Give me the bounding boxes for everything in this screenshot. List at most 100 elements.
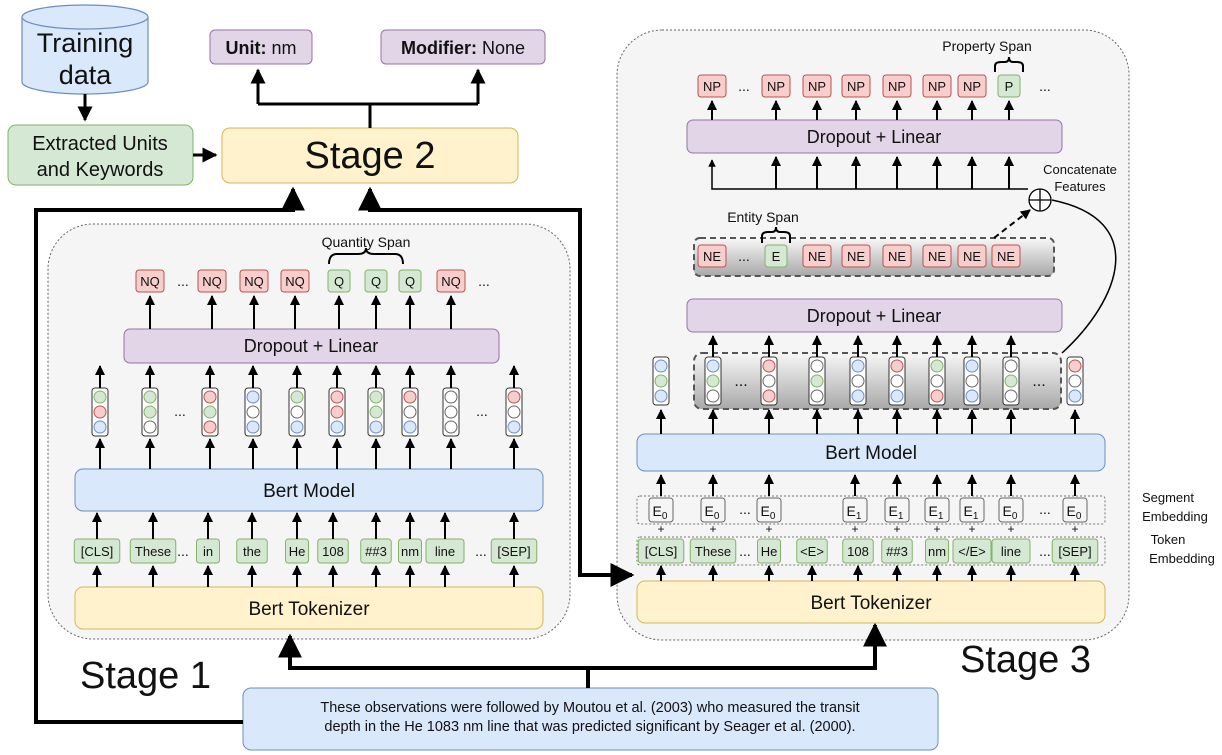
stage3-entity-box — [697, 244, 727, 268]
stage3-entity-box — [802, 244, 832, 268]
stage3-token-box — [1051, 538, 1099, 564]
stage1-token: [CLS] — [81, 544, 114, 559]
stage1-output-box — [197, 269, 227, 293]
stage3-entity: NE — [997, 249, 1015, 264]
unit-value: nm — [271, 38, 296, 58]
segment-label: E0 — [1067, 503, 1082, 522]
extracted-units-line2: and Keywords — [37, 159, 164, 181]
vector-cell — [143, 405, 157, 419]
segment-embedding-row — [636, 495, 1106, 525]
vector-cell — [965, 374, 979, 388]
stage1-token: 108 — [322, 544, 344, 559]
vector-cell — [930, 359, 944, 373]
stage3-bert-model-box — [636, 433, 1106, 472]
stage3-title: Stage 3 — [960, 639, 1091, 681]
ellipsis-text: ... — [738, 78, 750, 94]
stage3-bert-model: Bert Model — [825, 443, 917, 464]
vector-cell — [246, 405, 260, 419]
stage1-output-box — [280, 269, 310, 293]
vector-cell — [290, 390, 304, 404]
ellipsis-text: ... — [174, 403, 186, 419]
stage3-output-box — [882, 74, 912, 98]
input-sentence-box — [242, 687, 939, 751]
stage3-token: [SEP] — [1058, 544, 1091, 559]
concat-dashed-arrow — [993, 209, 1031, 239]
stage3-output: NP — [703, 79, 721, 94]
stage3-output-box — [841, 74, 871, 98]
stage3-entity: NE — [847, 249, 865, 264]
stage3-entity-box — [764, 244, 788, 268]
vector-cell — [143, 420, 157, 434]
vector-cell — [810, 359, 824, 373]
ellipsis-text: ... — [738, 248, 750, 264]
vector-cell — [762, 389, 776, 403]
ellipsis-text: ... — [177, 543, 189, 559]
stage3-entity-box — [922, 244, 952, 268]
stage3-token-box — [796, 538, 828, 564]
stage2-title: Stage 2 — [305, 135, 436, 177]
vector-cell — [890, 374, 904, 388]
vector-cell — [203, 405, 217, 419]
training-data-line1: Training — [37, 28, 134, 58]
segment-box — [756, 497, 782, 523]
vector-cell — [706, 389, 720, 403]
plus-sign: + — [1071, 522, 1078, 536]
stage1-output-box — [327, 269, 351, 293]
stage3-output-box — [802, 74, 832, 98]
segment-label: E0 — [1003, 503, 1018, 522]
stage3-entity-box — [882, 244, 912, 268]
vector-cell — [1004, 374, 1018, 388]
vector-cell — [330, 420, 344, 434]
stage1-dropout-box — [123, 328, 500, 364]
ellipsis-text: ... — [177, 273, 189, 289]
ellipsis-text: ... — [475, 543, 487, 559]
unit-box — [209, 29, 313, 65]
segment-label: E1 — [964, 503, 979, 522]
stage1-output-box — [436, 269, 466, 293]
ellipsis-text: ... — [739, 501, 751, 517]
plus-sign: + — [1007, 522, 1014, 536]
concatenate-label-2: Features — [1054, 179, 1106, 194]
vector-cell — [762, 374, 776, 388]
segment-embedding-label-2: Embedding — [1142, 509, 1208, 524]
vector-cell — [762, 359, 776, 373]
vector-cell — [444, 405, 458, 419]
stage1-token: the — [243, 544, 261, 559]
vector-cell — [290, 405, 304, 419]
concat-to-outputs — [708, 159, 1028, 190]
vector-cell — [1068, 359, 1082, 373]
vector-cell — [330, 405, 344, 419]
input-sentence-line1: These observations were followed by Mout… — [320, 700, 859, 716]
vector-cell — [203, 390, 217, 404]
stage3-output: NP — [888, 79, 906, 94]
stage3-vector-ellipsis: ... — [734, 373, 747, 390]
plus-sign: + — [709, 522, 716, 536]
stage3-token: </E> — [958, 544, 985, 559]
plus-sign: + — [933, 522, 940, 536]
vector-cell — [851, 374, 865, 388]
vector-cell — [851, 359, 865, 373]
stage3-token-box — [637, 538, 685, 564]
stage3-entity-box — [841, 244, 871, 268]
stage1-output: Q — [405, 274, 415, 289]
stage1-bert-tokenizer-box — [74, 586, 544, 630]
stage3-entity-box — [991, 244, 1021, 268]
unit-label: Unit: — [225, 38, 266, 58]
stage3-dropout-top: Dropout + Linear — [807, 127, 942, 147]
stage1-output: NQ — [441, 274, 461, 289]
vector-cell — [93, 405, 107, 419]
stage3-output-box — [997, 74, 1021, 98]
extracted-units-line1: Extracted Units — [32, 133, 168, 155]
stage3-output-box — [761, 74, 791, 98]
vector-cell — [444, 390, 458, 404]
vector-cell — [930, 389, 944, 403]
stage3-entity: NE — [703, 249, 721, 264]
stage3-property-span: Property Span — [942, 38, 1032, 54]
vector-cell — [507, 390, 521, 404]
stage3-token: He — [761, 544, 778, 559]
stage3-entity: NE — [808, 249, 826, 264]
ellipsis-text: ... — [739, 543, 751, 559]
stage1-output: Q — [371, 274, 381, 289]
stage1-output: Q — [334, 274, 344, 289]
